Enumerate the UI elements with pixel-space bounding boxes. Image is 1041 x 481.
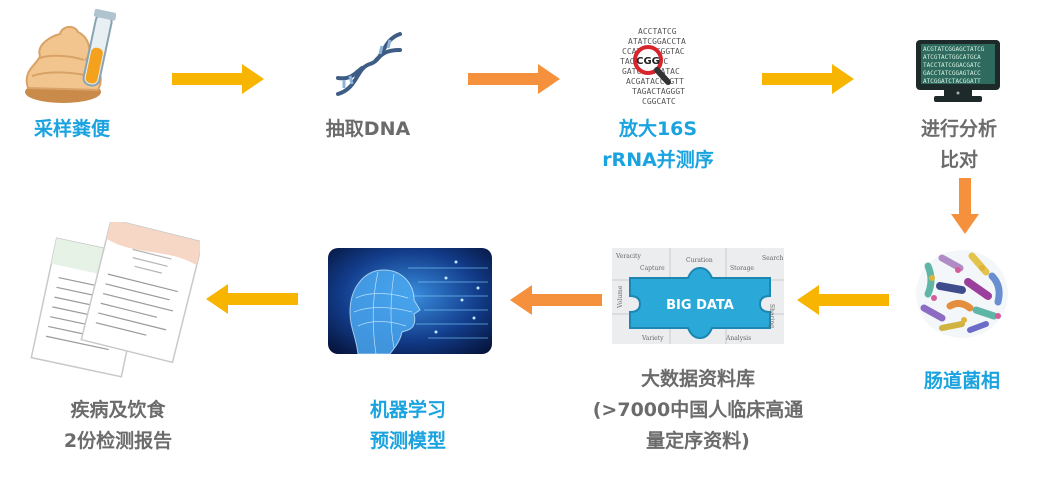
step-label-report-line1: 疾病及饮食 <box>70 399 166 421</box>
magnifier-tag: CGG <box>636 56 660 67</box>
bacteria-icon <box>912 246 1012 342</box>
svg-text:TACCTATCGGACGATC: TACCTATCGGACGATC <box>923 62 981 69</box>
svg-text:ACGATACCGGTT: ACGATACCGGTT <box>626 77 684 86</box>
puzzle-word-capture: Capture <box>640 265 665 272</box>
flow-arrow-3 <box>762 64 854 94</box>
big-data-puzzle-icon: BIG DATA Veracity Capture Curation Stora… <box>612 248 784 344</box>
svg-text:TAGACTAGGGT: TAGACTAGGGT <box>632 87 685 96</box>
flow-arrow-1 <box>172 64 264 94</box>
dna-helix-icon <box>332 28 406 102</box>
step-label-report-line2: 2份检测报告 <box>63 430 173 452</box>
svg-text:CGGCATC: CGGCATC <box>642 97 676 106</box>
flow-arrow-5 <box>797 285 889 315</box>
stool-sample-tube-icon <box>18 8 116 108</box>
svg-text:ATCGTACTGGCATGCA: ATCGTACTGGCATGCA <box>923 54 981 61</box>
puzzle-word-veracity: Veracity <box>615 253 641 260</box>
puzzle-word-sharing: Sharing <box>768 304 775 328</box>
step-label-stool-sampling: 采样粪便 <box>33 118 110 140</box>
step-label-ml-line2: 预测模型 <box>369 430 446 452</box>
ai-head-icon <box>328 248 492 354</box>
step-label-analysis-line1: 进行分析 <box>920 118 997 140</box>
step-label-ml-line1: 机器学习 <box>369 399 446 421</box>
flow-arrow-down <box>951 178 979 234</box>
monitor-icon: ACGTATCGGAGCTATCG ATCGTACTGGCATGCA TACCT… <box>914 38 1002 104</box>
puzzle-center-text: BIG DATA <box>666 298 734 313</box>
svg-text:ACCTATCG: ACCTATCG <box>638 27 677 36</box>
svg-text:ATATCGGACCTA: ATATCGGACCTA <box>628 37 686 46</box>
step-label-analysis-line2: 比对 <box>939 149 978 171</box>
sequence-magnifier-icon: ACCTATCG ATATCGGACCTA CCATA GCGGTAC TACG… <box>614 20 700 106</box>
step-label-amplify-line2: rRNA并测序 <box>602 149 714 171</box>
svg-text:ACGTATCGGAGCTATCG: ACGTATCGGAGCTATCG <box>923 46 985 53</box>
step-label-amplify-line1: 放大16S <box>618 118 698 140</box>
puzzle-word-storage: Storage <box>730 265 754 272</box>
step-label-database-line2: (>7000中国人临床高通 <box>592 399 804 421</box>
puzzle-word-variety: Variety <box>641 335 664 342</box>
step-label-gut-flora: 肠道菌相 <box>923 370 1000 392</box>
svg-text:ATCGGATCTACGGATT: ATCGGATCTACGGATT <box>923 78 981 85</box>
step-label-database-line3: 量定序资料) <box>646 430 750 452</box>
flow-arrow-2 <box>468 64 560 94</box>
svg-text:GACCTATCGGAGTACC: GACCTATCGGAGTACC <box>923 70 981 77</box>
puzzle-word-analysis: Analysis <box>725 335 751 342</box>
puzzle-word-volume: Volume <box>617 285 624 309</box>
puzzle-word-search: Search <box>762 255 783 262</box>
step-label-extract-dna: 抽取DNA <box>325 118 411 140</box>
step-label-database-line1: 大数据资料库 <box>640 368 755 390</box>
puzzle-word-curation: Curation <box>686 257 713 264</box>
report-documents-icon <box>26 222 200 378</box>
flow-arrow-6 <box>510 285 602 315</box>
flow-arrow-7 <box>206 284 298 314</box>
